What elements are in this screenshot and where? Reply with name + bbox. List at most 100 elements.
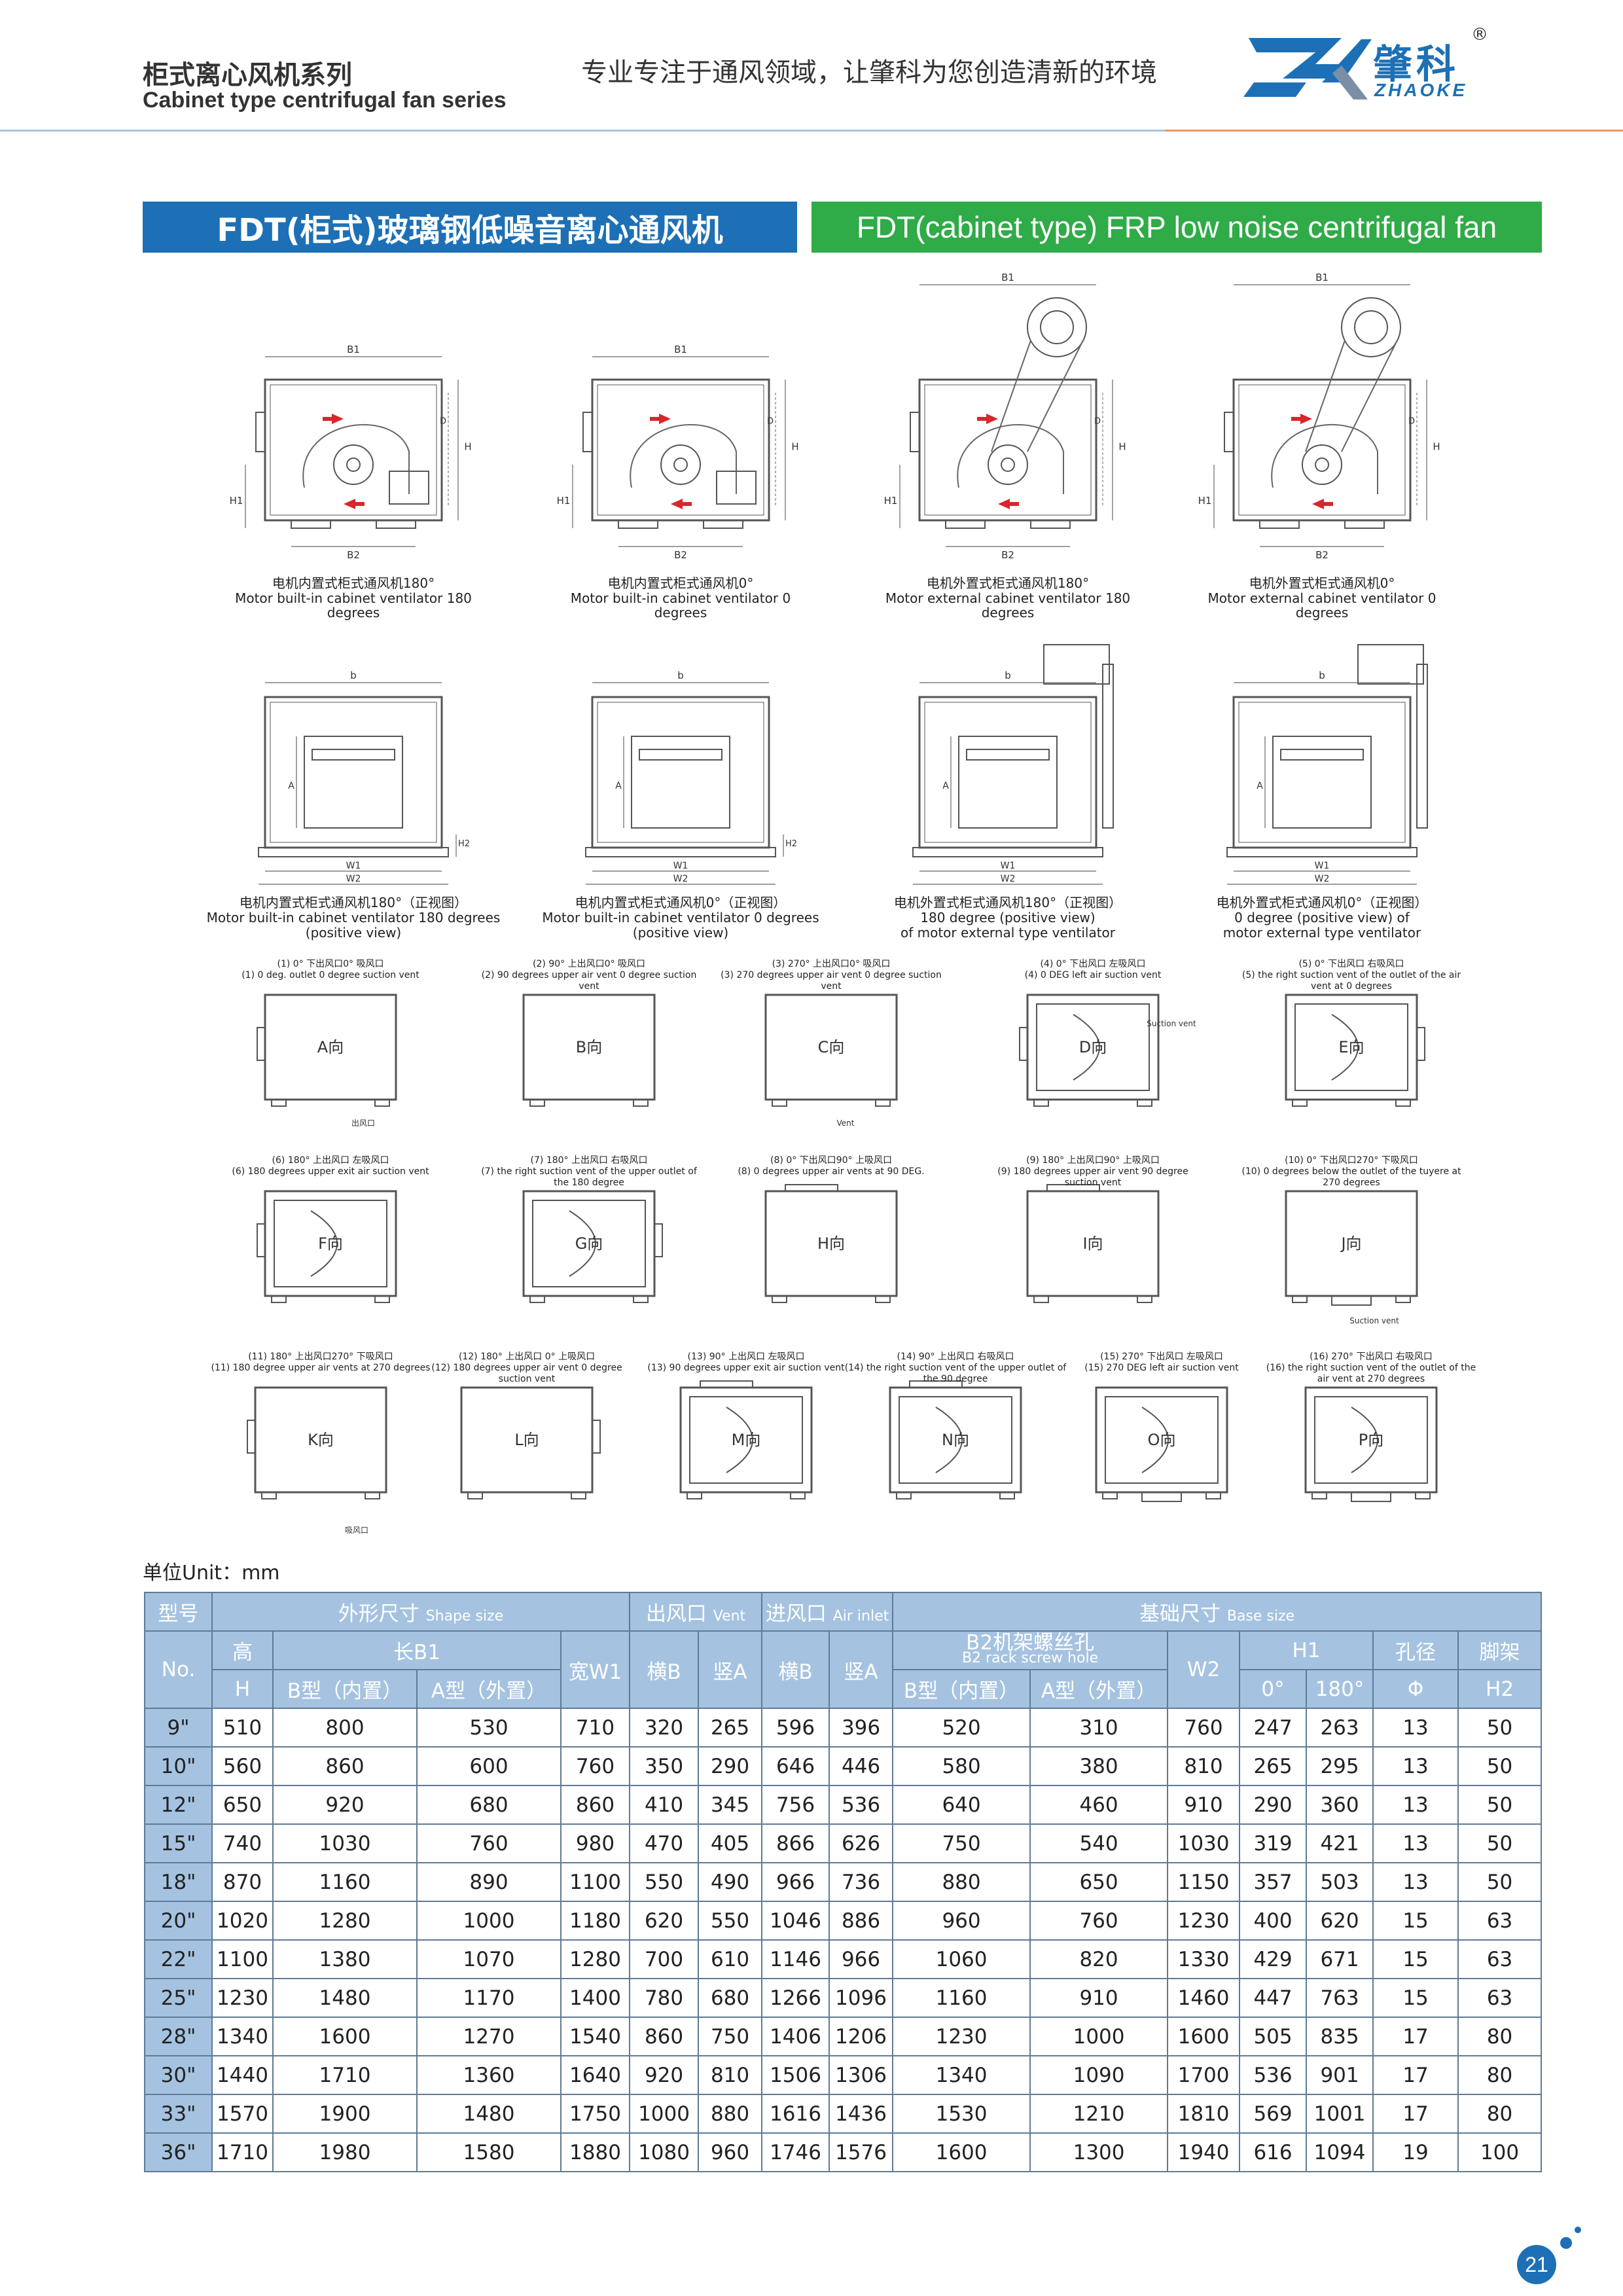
value-cell: 1001 [1306,2094,1374,2134]
dimension-label: B1 [674,344,687,355]
value-cell: 310 [1029,1708,1169,1748]
foot [1395,1295,1411,1303]
direction-caption-cn: (7) 180° 上出风口 右吸风口 [530,1155,648,1166]
dimension-label: b [1319,670,1325,681]
front-view-caption-cn: 电机外置式柜式通风机180°（正视图） [893,895,1122,910]
value-cell: 536 [829,1785,894,1825]
value-cell: 756 [761,1785,830,1825]
outlet-slot [639,749,722,761]
pulley-icon [1040,310,1074,344]
value-cell: 860 [272,1746,418,1786]
value-cell: 620 [629,1901,700,1941]
value-cell: 50 [1457,1708,1543,1748]
dimension-label: W1 [1315,861,1330,871]
value-cell: 1030 [1167,1823,1241,1863]
dimension-label: B1 [1315,272,1329,283]
inner-frame [1314,1396,1428,1484]
value-cell: 800 [272,1708,418,1748]
value-cell: 550 [698,1901,763,1941]
front-outline [591,696,770,849]
model-cell: 25" [144,1978,213,2018]
value-cell: 290 [1239,1785,1308,1825]
value-cell: 100 [1457,2132,1543,2172]
value-cell: 860 [629,2017,700,2056]
dimension-label: A [1257,781,1263,791]
value-cell: 1170 [416,1978,562,2018]
airflow-arrow-icon [998,499,1019,509]
header-b2-a-type: A型（外置） [1029,1669,1169,1709]
value-cell: 19 [1372,2132,1459,2172]
value-cell: 460 [1029,1785,1169,1825]
direction-caption-cn: (12) 180° 上出风口 0° 上吸风口 [458,1352,596,1362]
foot [633,1295,649,1303]
front-outline [1232,696,1412,849]
dimension-label: B2 [1315,549,1329,561]
bottom-duct [1141,1492,1182,1502]
dimension-label: D [1408,417,1415,427]
dimension-label: W1 [673,861,688,871]
direction-caption-cn: (8) 0° 下出风口90° 上吸风口 [770,1155,892,1166]
value-cell: 13 [1372,1785,1459,1825]
dimension-label: D [440,417,446,427]
model-cell: 30" [144,2055,213,2095]
direction-label: J向 [1340,1234,1361,1253]
foot [261,1492,277,1499]
cabinet-foot [945,520,986,529]
logo-text-cn: 肇科 [1373,42,1459,88]
decor-dot [1560,2237,1572,2249]
top-duct [700,1380,753,1388]
foot [467,1492,483,1499]
external-motor-icon [1341,297,1401,357]
external-motor-icon [1357,644,1424,685]
front-view-caption-cn: 电机内置式柜式通风机0°（正视图） [575,895,787,910]
value-cell: 1900 [272,2094,418,2134]
outlet-frame [304,736,403,829]
dimension-label: B2 [347,549,360,561]
value-cell: 1640 [560,2055,631,2095]
value-cell: 960 [892,1901,1031,1941]
volute-curve [1141,1407,1169,1473]
header-b1: 长B1 [272,1630,562,1670]
value-cell: 1090 [1029,2055,1169,2095]
cabinet-outline [918,378,1097,522]
impeller-hub [346,457,361,472]
suction-label: Suction vent [1147,1019,1196,1028]
front-outline [264,696,443,849]
foot [875,1295,891,1303]
value-cell: 820 [1029,1939,1169,1979]
value-cell: 1710 [211,2132,274,2172]
value-cell: 610 [698,1939,763,1979]
direction-label: O向 [1148,1431,1176,1449]
direction-label: B向 [576,1038,602,1056]
dimension-label: b [677,670,684,681]
value-cell: 910 [1029,1978,1169,2018]
value-cell: 503 [1306,1862,1374,1902]
dimension-label: H1 [884,495,898,507]
header-divider-accent [1165,130,1623,132]
logo-text-en: ZHAOKE [1374,80,1468,100]
value-cell: 447 [1239,1978,1308,2018]
model-cell: 18" [144,1862,213,1902]
direction-label: M向 [732,1431,761,1449]
dimension-label: B1 [347,344,360,355]
direction-caption-en: (11) 180 degree upper air vents at 270 d… [211,1363,431,1373]
foot [529,1295,545,1303]
value-cell: 1160 [272,1862,418,1902]
dimension-label: W2 [1315,874,1330,884]
side-view-caption-en: Motor built-in cabinet ventilator 0 degr… [570,590,791,620]
value-cell: 1600 [892,2132,1031,2172]
direction-caption-cn: (14) 90° 上出风口 右吸风口 [897,1352,1014,1362]
value-cell: 1230 [892,2017,1031,2056]
front-view-caption-en: (positive view) [305,925,402,941]
value-cell: 1330 [1167,1939,1241,1979]
foot [374,1099,390,1107]
cabinet-outline [264,378,443,522]
value-cell: 1940 [1167,2132,1241,2172]
company-slogan: 专业专注于通风领域，让肇科为您创造清新的环境 [581,58,1157,88]
value-cell: 1436 [829,2094,894,2134]
value-cell: 1600 [1167,2017,1241,2056]
value-cell: 80 [1457,2017,1543,2056]
value-cell: 1080 [629,2132,700,2172]
